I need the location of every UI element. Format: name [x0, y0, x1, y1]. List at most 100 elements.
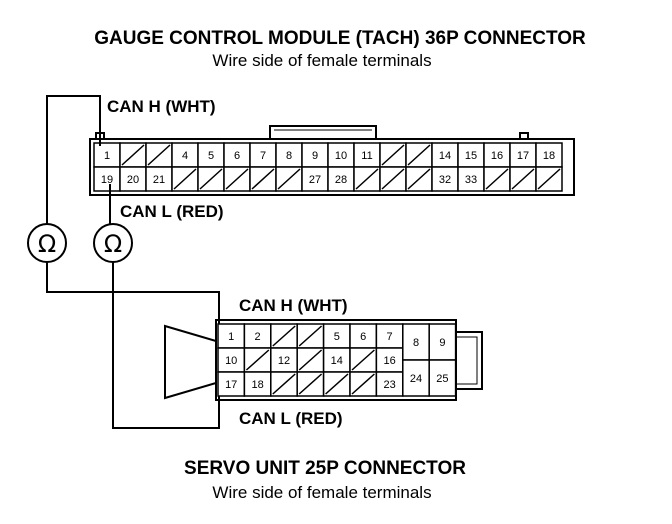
terminal-number: 20: [127, 174, 139, 186]
terminal-number: 28: [335, 174, 347, 186]
gauge-connector-latch: [269, 125, 377, 139]
terminal-number: 5: [208, 150, 214, 162]
terminal-number: 5: [334, 331, 340, 343]
terminal-number: 7: [387, 331, 393, 343]
terminal-cell: [327, 166, 355, 192]
unused-terminal-slash: [355, 168, 379, 190]
servo-connector-latch: [456, 331, 483, 390]
terminal-cell: [431, 142, 459, 168]
terminal-number: 15: [465, 150, 477, 162]
unused-terminal-slash: [298, 373, 323, 395]
terminal-number: 2: [255, 331, 261, 343]
terminal-cell: [322, 323, 351, 349]
terminal-number: 18: [251, 379, 263, 391]
terminal-number: 23: [383, 379, 395, 391]
unused-terminal-slash: [245, 349, 270, 371]
terminal-number: 21: [153, 174, 165, 186]
terminal-number: 6: [360, 331, 366, 343]
ohm-symbol: Ω: [104, 230, 122, 258]
terminal-number: 17: [517, 150, 529, 162]
unused-terminal-slash: [173, 168, 197, 190]
terminal-number: 1: [228, 331, 234, 343]
terminal-number: 10: [225, 355, 237, 367]
terminal-number: 17: [225, 379, 237, 391]
terminal-number: 10: [335, 150, 347, 162]
ohmmeter-left: Ω: [27, 223, 67, 263]
gauge-can-l-label: CAN L (RED): [120, 202, 224, 221]
terminal-cell: [535, 142, 563, 168]
unused-terminal-slash: [351, 373, 375, 395]
unused-terminal-slash: [381, 168, 405, 190]
servo-can-l-label: CAN L (RED): [239, 409, 343, 428]
unused-terminal-slash: [121, 144, 145, 166]
terminal-number: 18: [543, 150, 555, 162]
terminal-cell: [275, 142, 303, 168]
lead-gauge-can-h: [46, 95, 101, 224]
terminal-cell: [223, 142, 251, 168]
terminal-number: 25: [436, 373, 448, 385]
unused-terminal-slash: [407, 168, 431, 190]
terminal-cell: [428, 359, 457, 397]
terminal-number: 19: [101, 174, 113, 186]
terminal-number: 12: [278, 355, 290, 367]
lead-servo-can-l: [112, 262, 220, 429]
servo-connector-title: SERVO UNIT 25P CONNECTOR: [184, 458, 466, 479]
terminal-number: 16: [491, 150, 503, 162]
terminal-number: 7: [260, 150, 266, 162]
terminal-cell: [428, 323, 457, 361]
terminal-number: 27: [309, 174, 321, 186]
terminal-cell: [375, 347, 404, 373]
terminal-number: 4: [182, 150, 188, 162]
test-leads: [46, 95, 220, 429]
terminal-cell: [349, 323, 378, 349]
unused-terminal-slash: [381, 144, 405, 166]
terminal-number: 8: [413, 337, 419, 349]
terminal-cell: [243, 371, 272, 397]
terminal-cell: [217, 371, 246, 397]
servo-connector-subtitle: Wire side of female terminals: [212, 483, 431, 502]
unused-terminal-slash: [485, 168, 509, 190]
terminal-number: 32: [439, 174, 451, 186]
terminal-cell: [431, 166, 459, 192]
servo-can-h-label: CAN H (WHT): [239, 296, 348, 315]
unused-terminal-slash: [325, 373, 349, 395]
lead-servo-can-h: [46, 262, 220, 339]
unused-terminal-slash: [511, 168, 535, 190]
unused-terminal-slash: [147, 144, 171, 166]
terminal-number: 6: [234, 150, 240, 162]
terminal-number: 16: [383, 355, 395, 367]
terminal-cell: [457, 142, 485, 168]
gauge-connector-outline: [89, 138, 575, 196]
gauge-can-h-label: CAN H (WHT): [107, 97, 216, 116]
terminal-number: 14: [331, 355, 343, 367]
terminal-number: 9: [439, 337, 445, 349]
terminal-number: 8: [286, 150, 292, 162]
terminal-cell: [249, 142, 277, 168]
terminal-cell: [270, 347, 298, 373]
terminal-cell: [402, 359, 430, 397]
terminal-number: 14: [439, 150, 451, 162]
terminal-cell: [402, 323, 430, 361]
terminal-cell: [119, 166, 147, 192]
ohm-symbol: Ω: [38, 230, 56, 258]
unused-terminal-slash: [272, 325, 296, 347]
gauge-connector-key-right: [519, 132, 529, 140]
terminal-number: 33: [465, 174, 477, 186]
unused-terminal-slash: [537, 168, 561, 190]
unused-terminal-slash: [298, 349, 323, 371]
gauge-connector-subtitle: Wire side of female terminals: [212, 51, 431, 70]
unused-terminal-slash: [277, 168, 301, 190]
unused-terminal-slash: [225, 168, 249, 190]
unused-terminal-slash: [199, 168, 223, 190]
terminal-number: 1: [104, 150, 110, 162]
terminal-number: 9: [312, 150, 318, 162]
terminal-cell: [301, 166, 329, 192]
servo-connector-hood: [164, 324, 217, 400]
terminal-cell: [322, 347, 351, 373]
ohmmeter-right: Ω: [93, 223, 133, 263]
unused-terminal-slash: [407, 144, 431, 166]
gauge-36p-connector: [89, 125, 575, 196]
